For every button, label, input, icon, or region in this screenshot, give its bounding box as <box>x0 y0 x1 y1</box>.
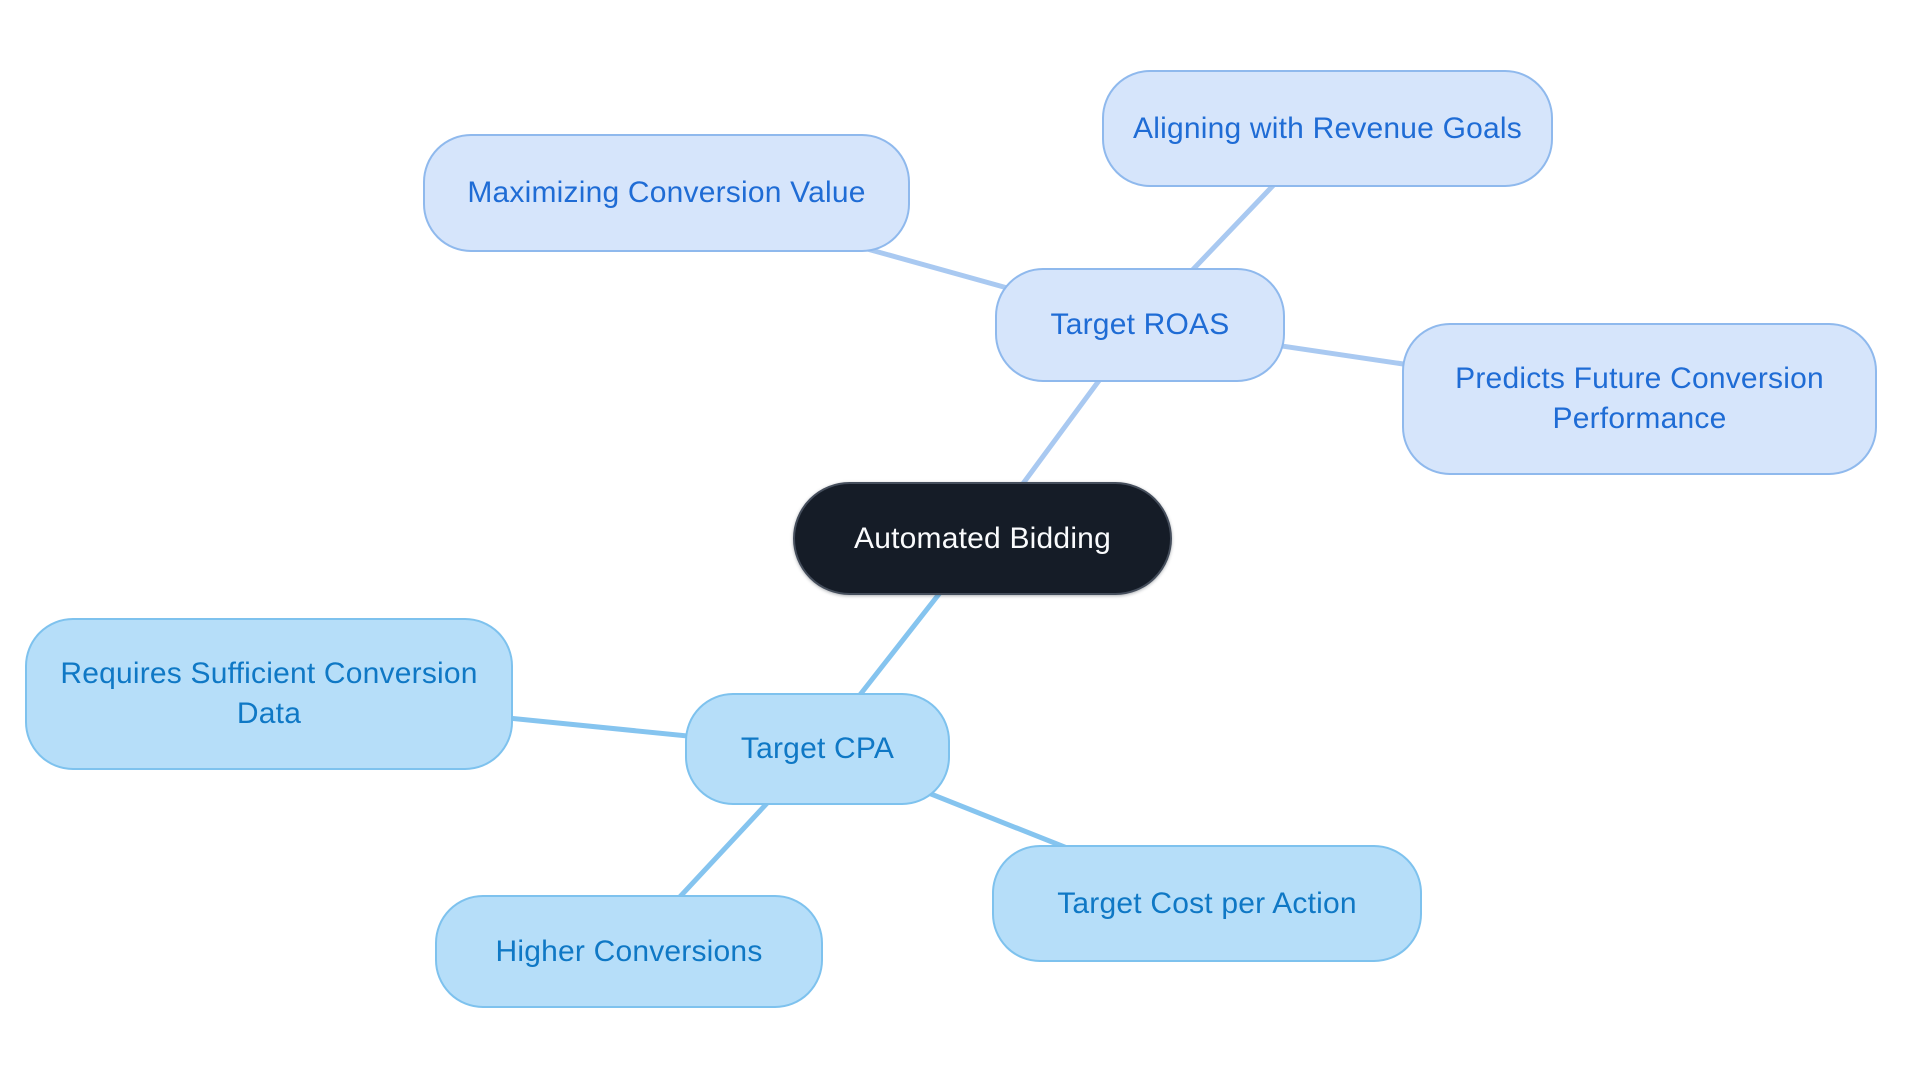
node-higher-conversions[interactable]: Higher Conversions <box>435 895 823 1008</box>
node-label: Higher Conversions <box>495 934 763 968</box>
node-predicts-future-conversion-performance[interactable]: Predicts Future Conversion Performance <box>1402 323 1877 475</box>
node-label: Target CPA <box>740 732 895 766</box>
node-label: Automated Bidding <box>854 521 1111 555</box>
node-automated-bidding[interactable]: Automated Bidding <box>793 482 1172 595</box>
node-target-cpa[interactable]: Target CPA <box>685 693 950 805</box>
node-aligning-with-revenue-goals[interactable]: Aligning with Revenue Goals <box>1102 70 1553 187</box>
node-requires-sufficient-conversion-data[interactable]: Requires Sufficient Conversion Data <box>25 618 513 770</box>
node-maximizing-conversion-value[interactable]: Maximizing Conversion Value <box>423 134 910 252</box>
node-label: Maximizing Conversion Value <box>467 176 866 210</box>
node-label: Requires Sufficient Conversion Data <box>60 657 478 730</box>
node-label: Aligning with Revenue Goals <box>1133 111 1522 145</box>
node-target-cost-per-action[interactable]: Target Cost per Action <box>992 845 1422 962</box>
node-label: Target ROAS <box>1050 308 1230 342</box>
node-label: Target Cost per Action <box>1057 886 1357 920</box>
node-label: Predicts Future Conversion Performance <box>1455 362 1824 435</box>
node-target-roas[interactable]: Target ROAS <box>995 268 1285 382</box>
